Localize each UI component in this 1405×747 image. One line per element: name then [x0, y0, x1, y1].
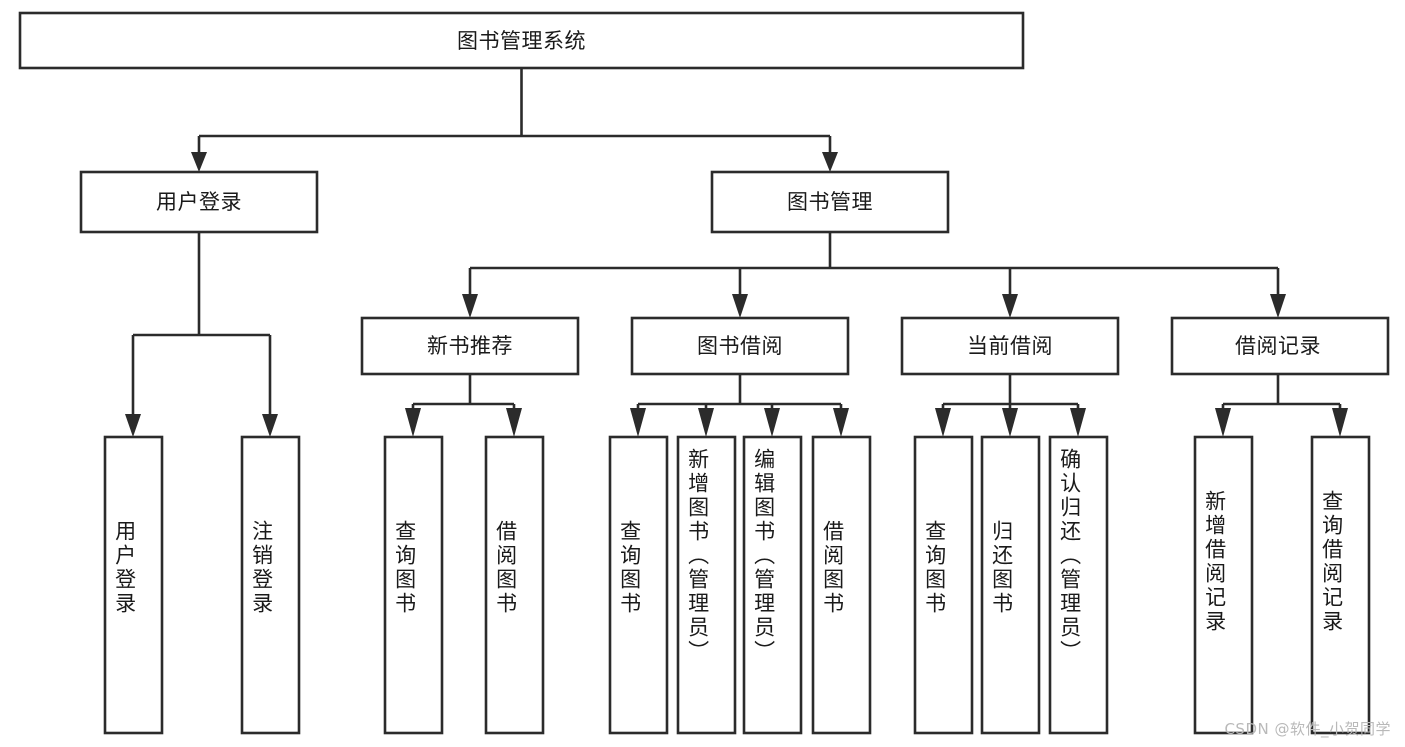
node-current-borrow[interactable]: 当前借阅 [900, 316, 1120, 376]
node-new-book-recommend-box[interactable] [360, 316, 580, 376]
watermark-text: CSDN @软件_小贺同学 [1224, 720, 1391, 738]
leaf-box-add-book[interactable] [676, 435, 737, 735]
leaf-box-borrow-book-b[interactable] [811, 435, 872, 735]
leaf-boxes-group [103, 435, 1371, 735]
node-book-manage[interactable]: 图书管理 [710, 170, 950, 234]
arrow-leaf-n1 [405, 408, 421, 437]
arrow-current-borrow [1002, 294, 1018, 318]
arrow-leaf-r1 [1215, 408, 1231, 437]
root-node-label: 图书管理系统 [457, 29, 586, 53]
node-user-login-box[interactable] [79, 170, 319, 234]
arrow-leaf-b4 [833, 408, 849, 437]
arrow-book-manage [822, 152, 838, 172]
node-user-login[interactable]: 用户登录 [79, 170, 319, 234]
node-new-book-recommend[interactable]: 新书推荐 [360, 316, 580, 376]
leaf-box-user-login[interactable] [103, 435, 164, 735]
connectors-group [125, 68, 1348, 437]
arrow-leaf-u2 [262, 414, 278, 437]
node-book-borrow[interactable]: 图书借阅 [630, 316, 850, 376]
leaf-box-add-record[interactable] [1193, 435, 1254, 735]
node-user-login-label: 用户登录 [156, 190, 242, 214]
arrow-leaf-n2 [506, 408, 522, 437]
arrow-borrow-record [1270, 294, 1286, 318]
arrow-leaf-u1 [125, 414, 141, 437]
arrow-leaf-r2 [1332, 408, 1348, 437]
arrow-book-borrow [732, 294, 748, 318]
root-node-box[interactable] [18, 11, 1025, 70]
node-current-borrow-box[interactable] [900, 316, 1120, 376]
leaf-box-confirm-return[interactable] [1048, 435, 1109, 735]
node-borrow-record-box[interactable] [1170, 316, 1390, 376]
node-book-manage-label: 图书管理 [787, 190, 873, 214]
arrow-new-book [462, 294, 478, 318]
leaf-box-query-record[interactable] [1310, 435, 1371, 735]
node-borrow-record-label: 借阅记录 [1235, 334, 1321, 358]
root-node[interactable]: 图书管理系统 [18, 11, 1025, 70]
leaf-box-query-book-c[interactable] [913, 435, 974, 735]
arrow-leaf-b3 [764, 408, 780, 437]
node-book-borrow-label: 图书借阅 [697, 334, 783, 358]
node-borrow-record[interactable]: 借阅记录 [1170, 316, 1390, 376]
node-new-book-recommend-label: 新书推荐 [427, 334, 513, 358]
arrow-leaf-b1 [630, 408, 646, 437]
node-book-manage-box[interactable] [710, 170, 950, 234]
leaf-box-return-book[interactable] [980, 435, 1041, 735]
leaf-box-edit-book[interactable] [742, 435, 803, 735]
arrow-leaf-c1 [935, 408, 951, 437]
leaf-box-query-book-n[interactable] [383, 435, 444, 735]
leaf-box-query-book-b[interactable] [608, 435, 669, 735]
arrow-leaf-c2 [1002, 408, 1018, 437]
arrow-leaf-b2 [698, 408, 714, 437]
arrow-leaf-c3 [1070, 408, 1086, 437]
leaf-box-borrow-book-n[interactable] [484, 435, 545, 735]
leaf-box-logout[interactable] [240, 435, 301, 735]
node-current-borrow-label: 当前借阅 [967, 334, 1053, 358]
node-book-borrow-box[interactable] [630, 316, 850, 376]
arrow-user-login [191, 152, 207, 172]
